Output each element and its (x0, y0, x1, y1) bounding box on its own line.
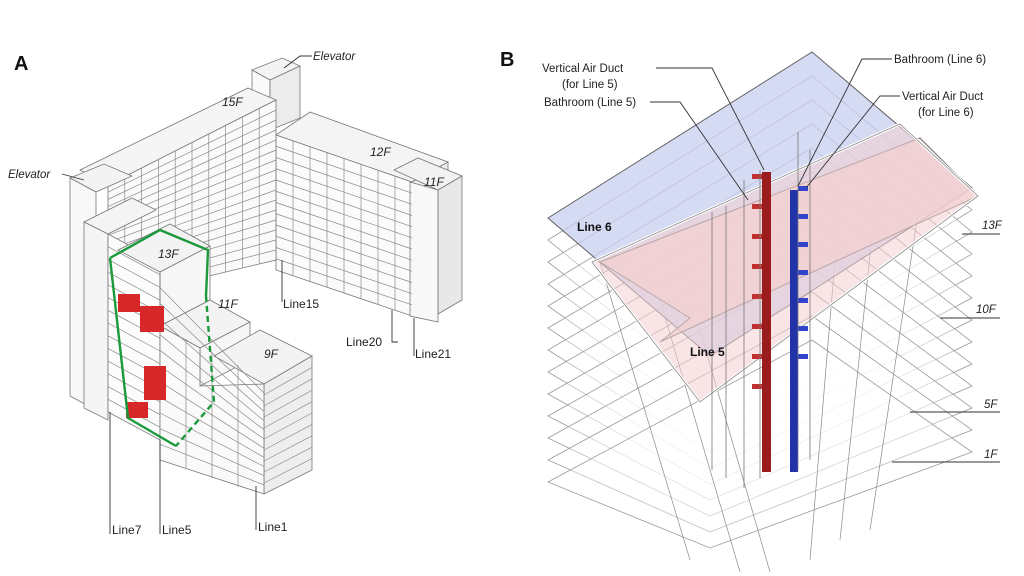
infected-unit (126, 402, 148, 418)
elevator-top-label: Elevator (313, 51, 356, 63)
bathroom-line5-marks (752, 174, 762, 389)
floor-11f-label: 11F (218, 297, 238, 311)
bathroom-line6-marks (798, 186, 808, 359)
infected-units (118, 294, 166, 418)
line7-label: Line7 (112, 523, 142, 537)
floor-12f-label: 12F (370, 145, 391, 159)
panel-b: B Line 6 Line 5 Vertical Air Duct (for L (500, 49, 1003, 573)
floor-13f-label: 13F (158, 247, 179, 261)
floor-10f-b: 10F (976, 304, 997, 316)
duct-line6-title: Vertical Air Duct (902, 91, 984, 103)
duct-line5-title: Vertical Air Duct (542, 63, 624, 75)
line21-label: Line21 (415, 347, 451, 361)
floor-15f-label: 15F (222, 95, 243, 109)
line5-label: Line5 (162, 523, 192, 537)
air-duct-line5 (762, 172, 771, 472)
infected-unit (140, 306, 164, 332)
panel-a-letter: A (14, 53, 28, 75)
elevator-left-label: Elevator (8, 169, 51, 181)
floor-11f-right-label: 11F (424, 175, 444, 189)
line1-label: Line1 (258, 520, 288, 534)
panel-a: A (8, 51, 463, 537)
floor-1f-b: 1F (984, 449, 998, 461)
line5-slab-label: Line 5 (690, 345, 725, 359)
floor-9f-label: 9F (264, 347, 279, 361)
floor-13f-b: 13F (982, 220, 1003, 232)
floor-5f-b: 5F (984, 399, 998, 411)
right-wing (275, 111, 463, 323)
bathroom-line6-label: Bathroom (Line 6) (894, 54, 986, 66)
infected-unit (144, 366, 166, 400)
line6-label: Line 6 (577, 220, 612, 234)
line5-outline (108, 228, 216, 448)
air-duct-line6 (790, 190, 798, 472)
infected-unit (118, 294, 140, 312)
panel-b-letter: B (500, 49, 514, 71)
bathroom-line5-label: Bathroom (Line 5) (544, 97, 636, 109)
duct-line5-subtitle: (for Line 5) (562, 79, 618, 91)
line20-label: Line20 (346, 335, 382, 349)
duct-line6-subtitle: (for Line 6) (918, 107, 974, 119)
line15-label: Line15 (283, 297, 319, 311)
